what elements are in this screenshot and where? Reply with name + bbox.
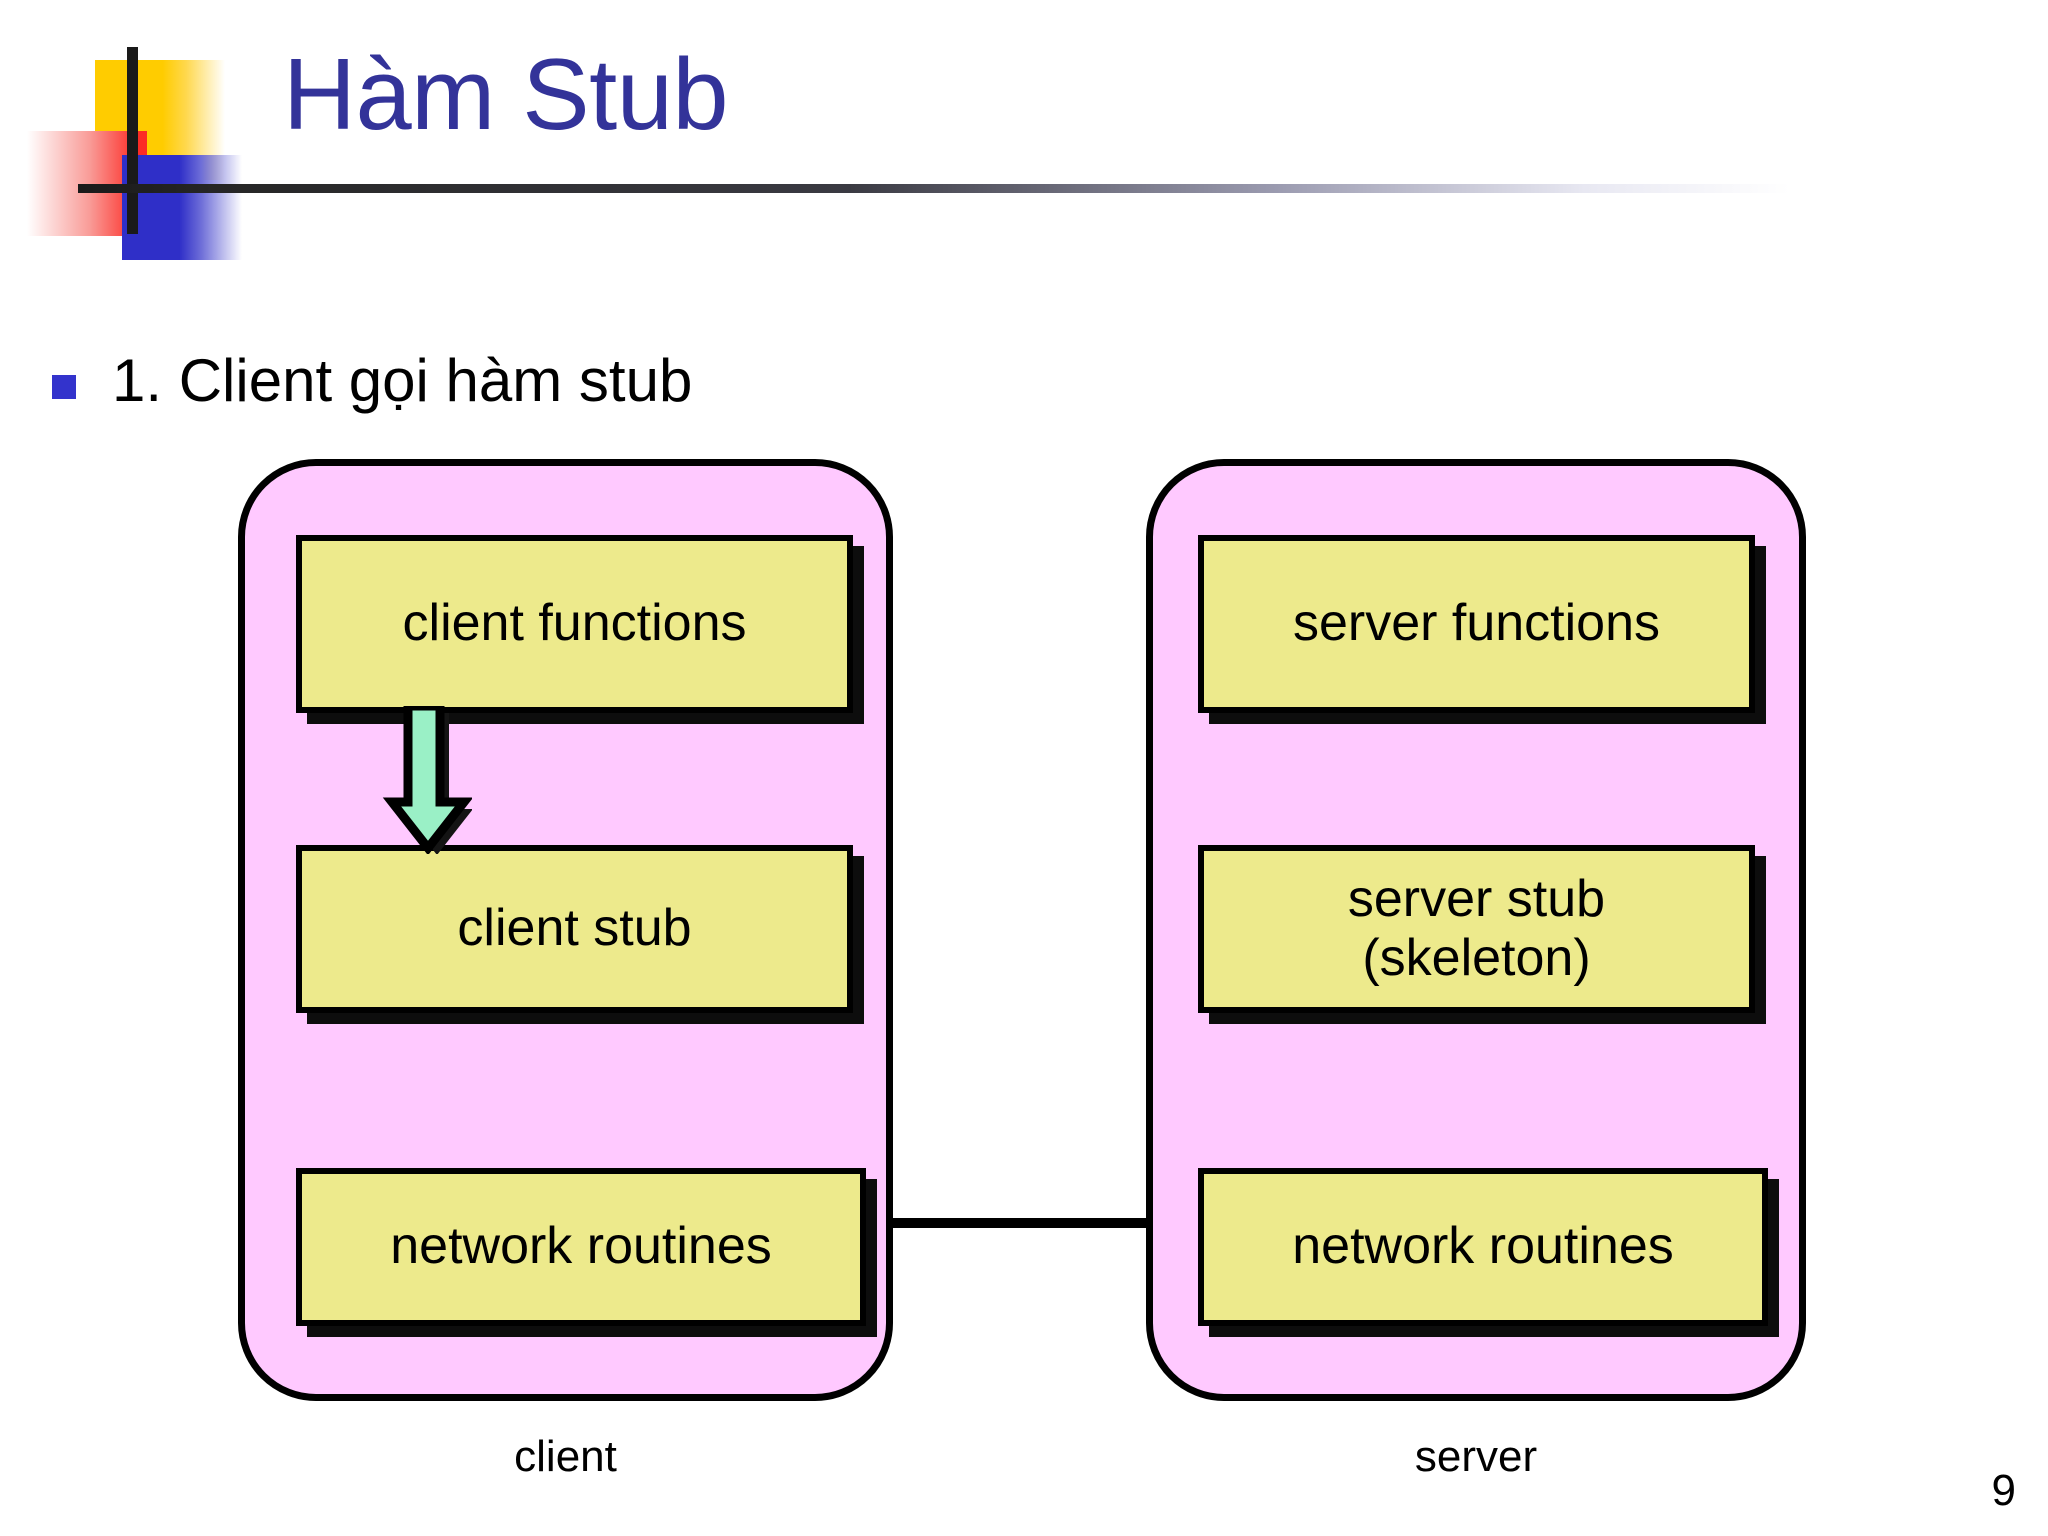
server-functions-box: server functions: [1198, 535, 1755, 713]
client-network-routines-box: network routines: [296, 1168, 866, 1326]
page-title: Hàm Stub: [283, 39, 729, 151]
client-stub-box: client stub: [296, 845, 853, 1013]
logo-vertical-rule-icon: [127, 47, 138, 234]
network-connector-line: [888, 1218, 1150, 1228]
server-stub-box: server stub (skeleton): [1198, 845, 1755, 1013]
square-bullet-icon: [52, 375, 76, 400]
server-stub-line-1: server stub: [1347, 869, 1606, 928]
server-network-routines-box: network routines: [1198, 1168, 1768, 1326]
down-arrow-icon: [382, 706, 472, 854]
bullet-item: 1. Client gọi hàm stub: [52, 346, 692, 417]
page-number: 9: [1991, 1466, 2016, 1515]
bullet-item-label: 1. Client gọi hàm stub: [112, 347, 693, 414]
title-horizontal-rule: [78, 184, 1790, 193]
logo-blue-square-icon: [122, 155, 242, 260]
client-functions-box: client functions: [296, 535, 853, 713]
server-stub-line-2: (skeleton): [1362, 929, 1591, 987]
client-caption: client: [514, 1432, 617, 1481]
server-caption: server: [1414, 1432, 1538, 1481]
slide-logo-decoration: [0, 0, 300, 320]
